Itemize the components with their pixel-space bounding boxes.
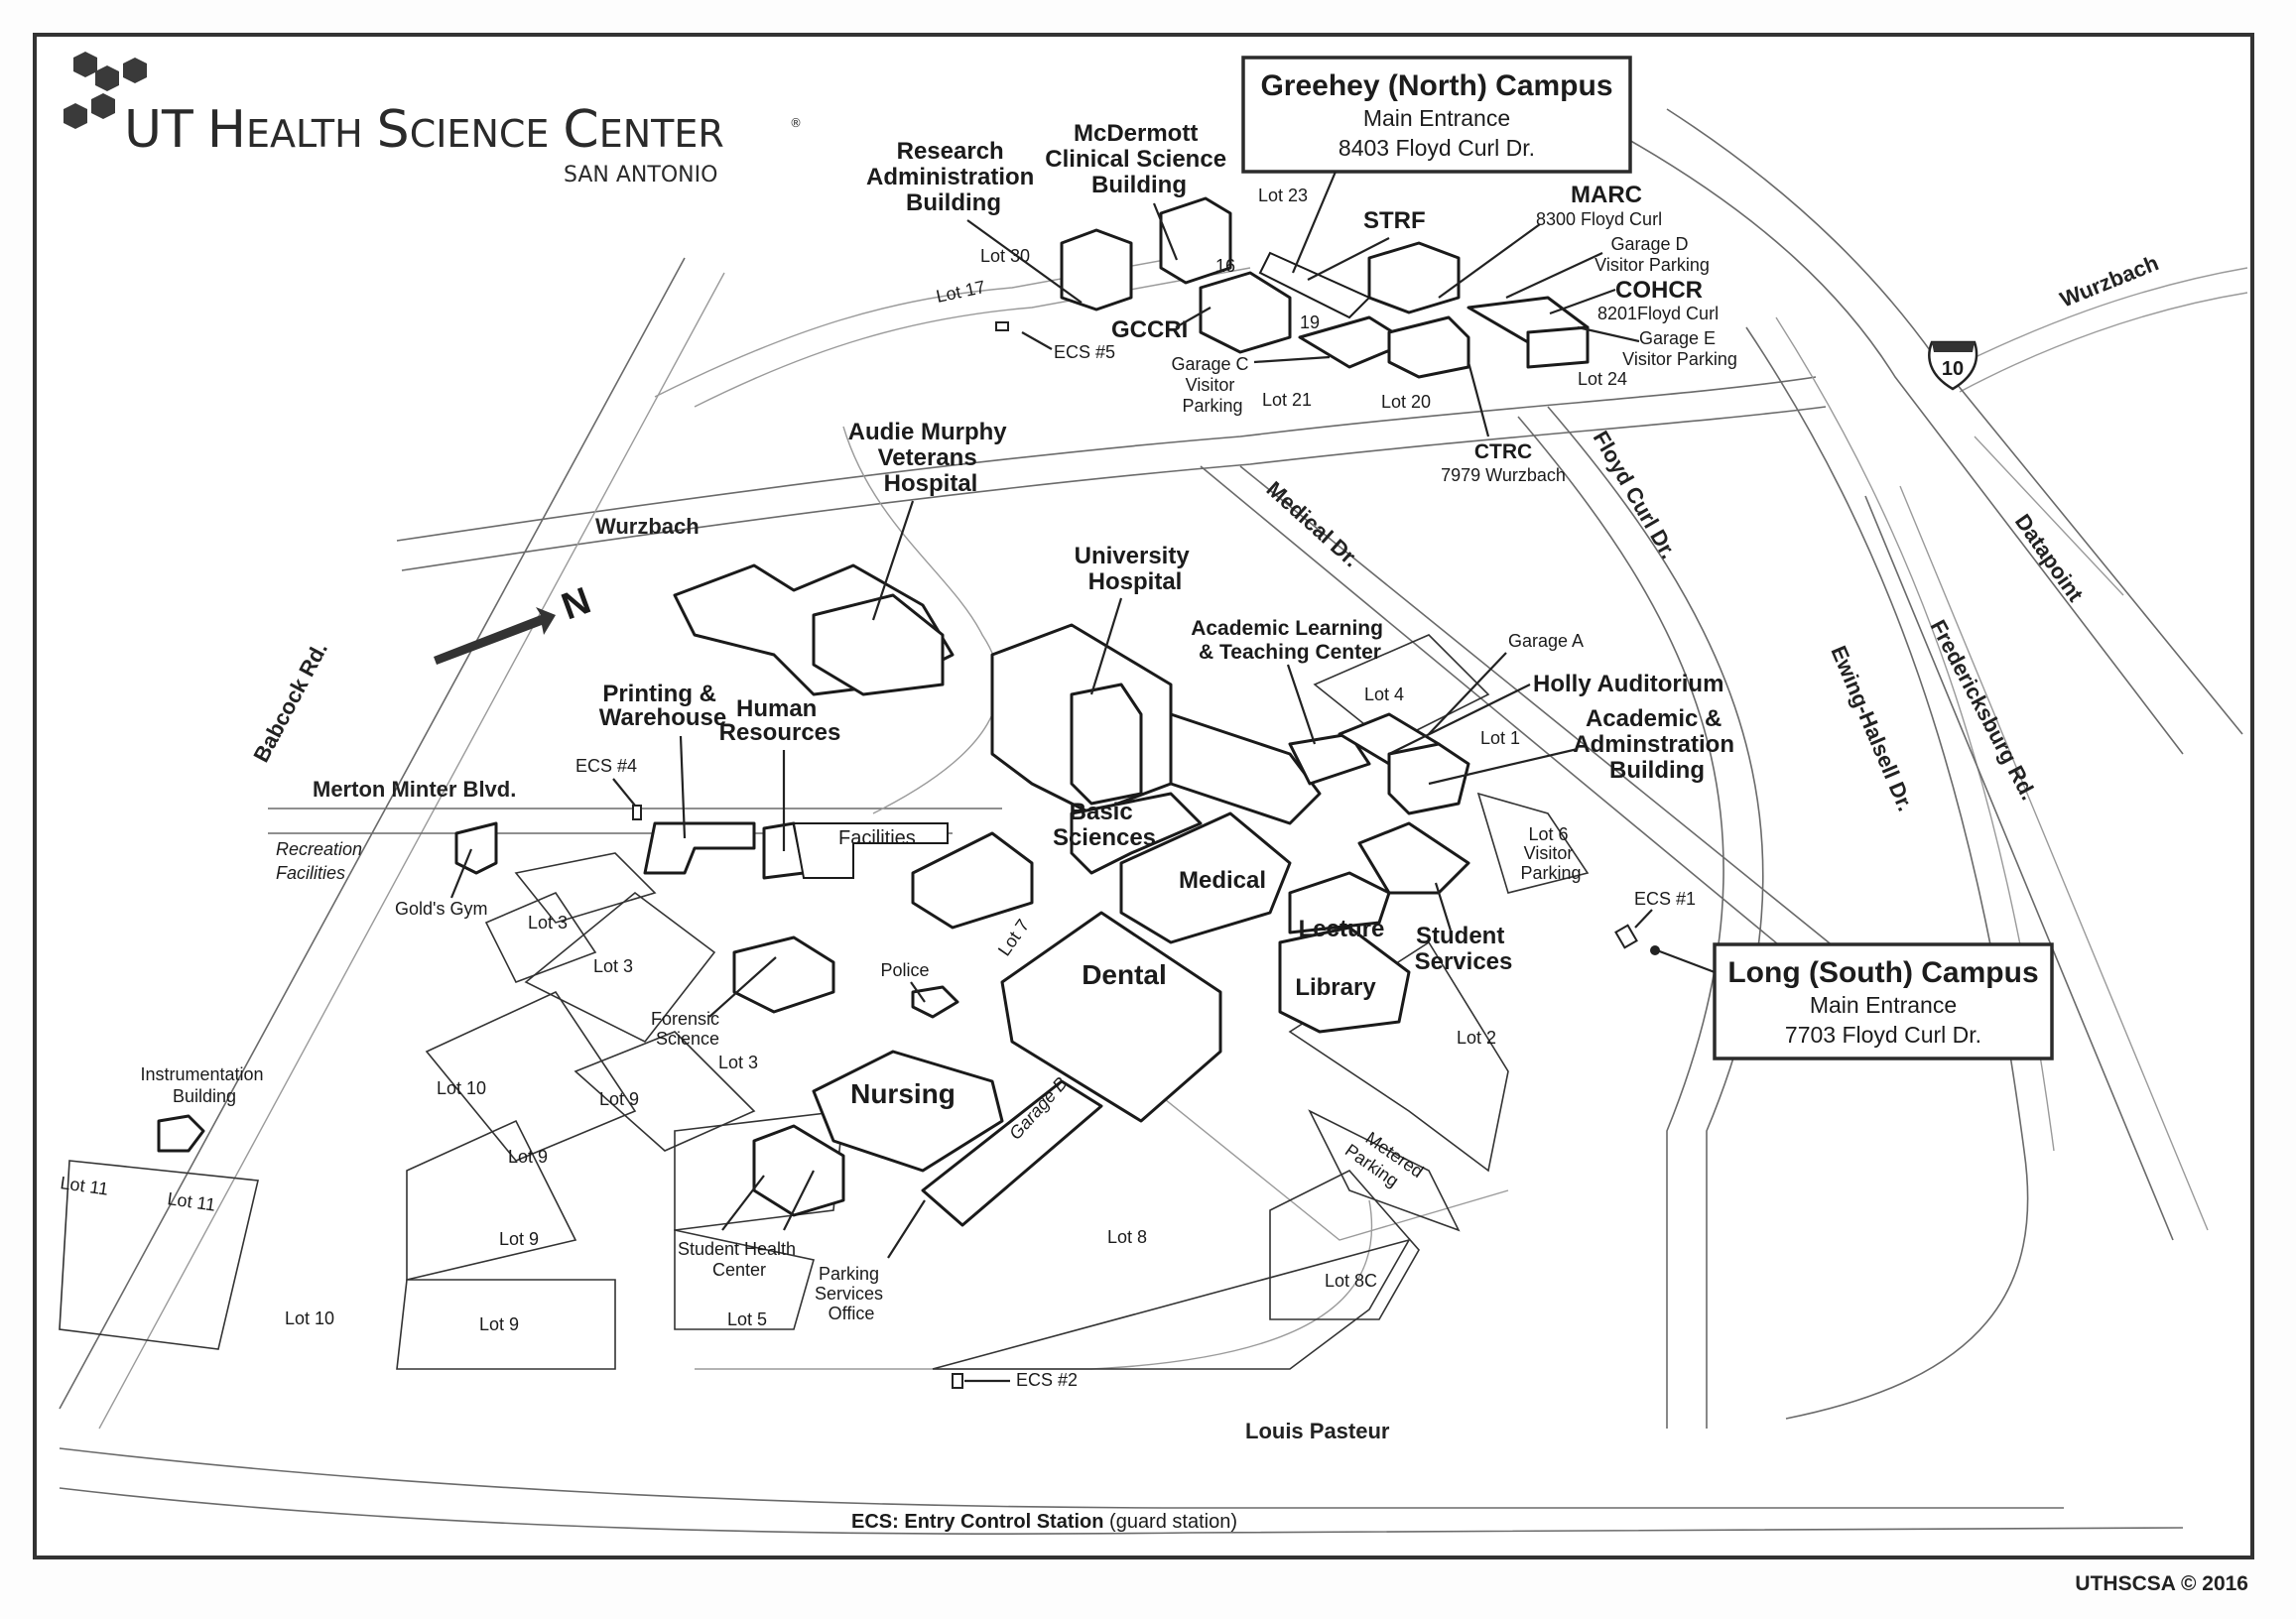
label-gccri: GCCRI [1111,316,1188,343]
ecs-2-label: ECS #2 [1016,1370,1078,1390]
lot-30: Lot 30 [980,246,1030,266]
label-basic-sciences: Basic Sciences [1053,799,1156,851]
label-lecture: Lecture [1299,916,1385,942]
label-printing-warehouse: Printing & Warehouse [599,681,726,731]
label-student-services: Student Services [1415,923,1513,975]
buildings [157,196,1590,1227]
ecs-markers: ECS #1 ECS #2 ECS #4 ECS #5 [575,321,1696,1390]
ecs-1-booth-icon [1614,924,1638,949]
label-marc-address: 8300 Floyd Curl [1536,209,1662,229]
road-label-merton-minter: Merton Minter Blvd. [313,777,516,802]
interstate-10-shield-icon: 10 [1928,340,1978,391]
label-research-admin: Research Administration Building [866,138,1041,216]
lot-8: Lot 8 [1107,1227,1147,1247]
label-facilities: Facilities [838,827,916,849]
ecs-legend: ECS: Entry Control Station (guard statio… [851,1511,1237,1533]
org-subtitle: SAN ANTONIO [564,163,717,187]
lot-9-a: Lot 9 [599,1089,639,1109]
road-label-louis-pasteur: Louis Pasteur [1245,1419,1390,1443]
ecs-5-label: ECS #5 [1054,342,1115,362]
ecs-5-booth-icon [995,321,1009,331]
label-forensic-science: Forensic Science [651,1009,724,1049]
lot-16: 16 [1215,256,1235,276]
label-medical: Medical [1179,867,1266,894]
north-campus-address: 8403 Floyd Curl Dr. [1339,135,1535,161]
hexagon-cluster-icon [64,52,147,129]
svg-text:10: 10 [1942,358,1964,380]
south-campus-entrance: Main Entrance [1810,992,1957,1018]
label-garage-e: Garage E Visitor Parking [1622,328,1737,369]
label-instrumentation: Instrumentation Building [140,1064,268,1106]
lot-3-a: Lot 3 [528,913,568,933]
lot-21: Lot 21 [1262,390,1312,410]
lot-2: Lot 2 [1457,1028,1496,1048]
copyright-footer: UTHSCSA © 2016 [2075,1572,2248,1595]
north-campus-title: Greehey (North) Campus [1260,69,1612,102]
label-strf: STRF [1363,207,1426,234]
label-marc: MARC [1571,182,1642,208]
north-campus-entrance: Main Entrance [1363,105,1510,131]
south-campus-address: 7703 Floyd Curl Dr. [1785,1022,1981,1048]
lot-4: Lot 4 [1364,685,1404,704]
ecs-1-label: ECS #1 [1634,889,1696,909]
lot-19: 19 [1300,312,1320,332]
north-campus-callout: Greehey (North) Campus Main Entrance 840… [1241,56,1632,274]
lot-5: Lot 5 [727,1309,767,1329]
lot-8c: Lot 8C [1325,1271,1377,1291]
lot-3-c: Lot 3 [718,1053,758,1072]
ecs-4-label: ECS #4 [575,756,637,776]
label-holly-auditorium: Holly Auditorium [1533,671,1723,697]
lot-23: Lot 23 [1258,186,1308,205]
lot-9-b: Lot 9 [508,1147,548,1167]
lot-24: Lot 24 [1578,369,1627,389]
label-ctrc: CTRC [1474,440,1532,463]
label-ctrc-address: 7979 Wurzbach [1441,465,1566,485]
label-nursing: Nursing [850,1078,956,1109]
lot-10-b: Lot 10 [285,1308,334,1328]
ecs-4-booth-icon [632,805,642,820]
label-recreation-facilities: Recreation Facilities [276,839,367,883]
label-garage-d: Garage D Visitor Parking [1594,234,1710,275]
label-university-hospital: University Hospital [1075,543,1197,595]
label-human-resources: Human Resources [719,695,841,746]
road-label-wurzbach-west: Wurzbach [595,514,700,539]
label-parking-services: Parking Services Office [815,1264,888,1323]
label-garage-a: Garage A [1508,631,1584,651]
label-golds-gym: Gold's Gym [395,899,487,919]
lot-9-d: Lot 9 [479,1314,519,1334]
building-labels: Research Administration Building McDermo… [140,120,1740,1323]
ecs-2-booth-icon [952,1373,963,1389]
label-police: Police [880,960,929,980]
label-cohcr-address: 8201Floyd Curl [1597,304,1719,323]
roads [59,108,2248,1535]
lot-6-visitor: Lot 6 Visitor Parking [1520,824,1581,883]
label-garage-c: Garage C Visitor Parking [1171,354,1253,416]
label-student-health: Student Health Center [678,1239,801,1280]
label-academic-admin: Academic & Adminstration Building [1573,705,1740,784]
lot-1: Lot 1 [1480,728,1520,748]
lot-9-c: Lot 9 [499,1229,539,1249]
label-mcdermott: McDermott Clinical Science Building [1045,120,1232,198]
label-cohcr: COHCR [1615,277,1703,304]
lot-3-b: Lot 3 [593,956,633,976]
label-altc: Academic Learning & Teaching Center [1191,617,1389,664]
label-audie-murphy: Audie Murphy Veterans Hospital [848,419,1014,497]
lot-20: Lot 20 [1381,392,1431,412]
south-campus-callout: Long (South) Campus Main Entrance 7703 F… [1650,942,2054,1060]
lot-10-a: Lot 10 [437,1078,486,1098]
label-dental: Dental [1082,959,1167,990]
registered-mark: ® [790,116,802,130]
south-campus-title: Long (South) Campus [1727,956,2038,989]
label-library: Library [1295,974,1376,1001]
